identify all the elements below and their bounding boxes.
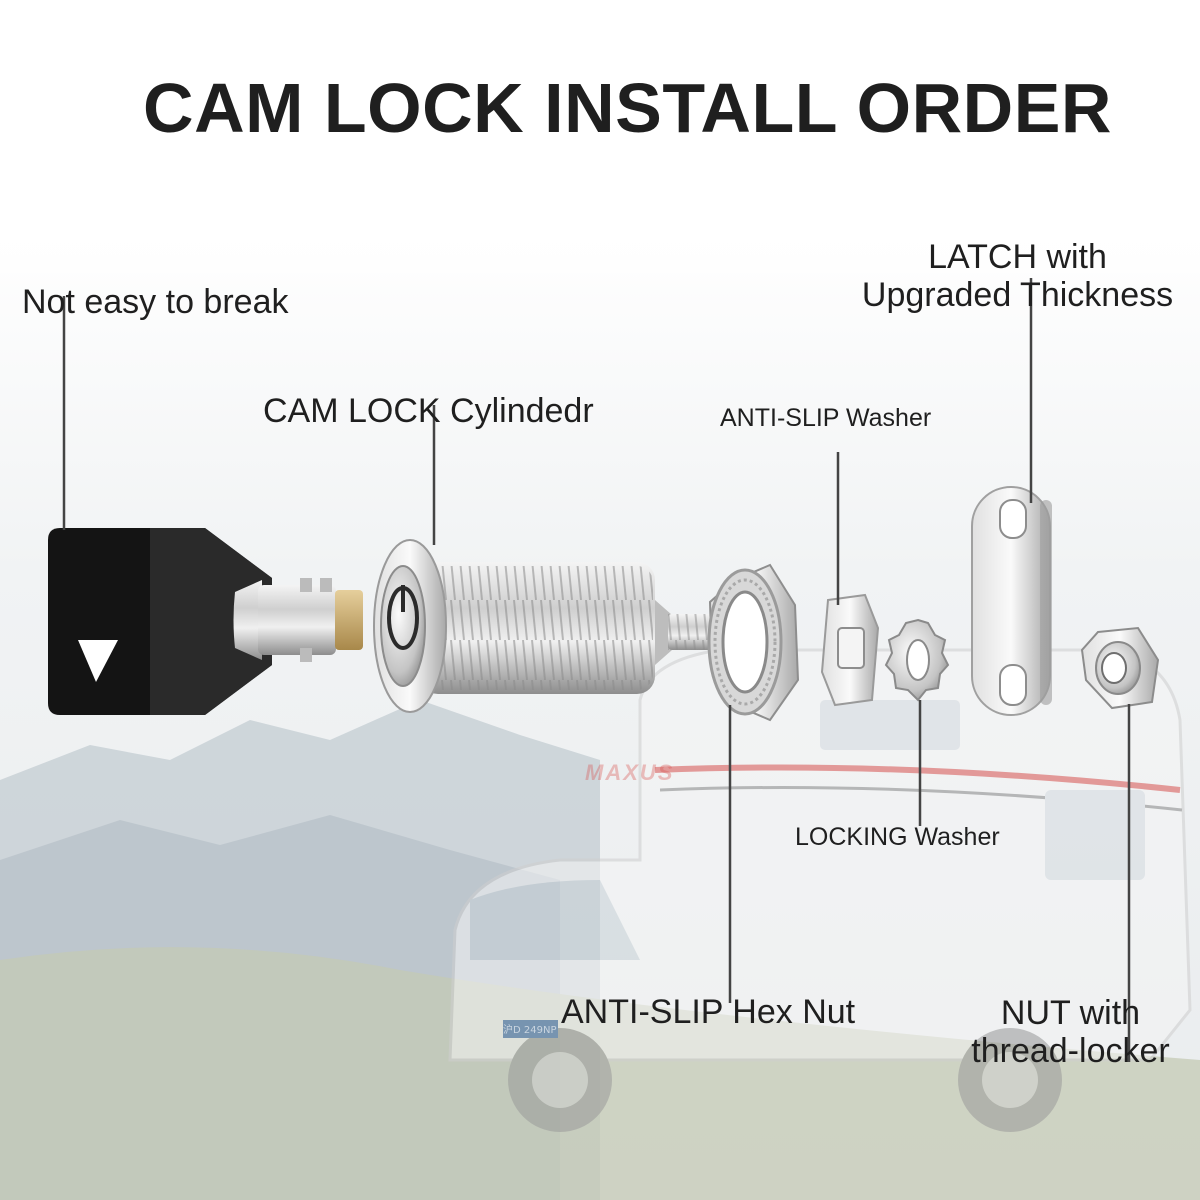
label-latch-line1: LATCH with (928, 238, 1107, 276)
label-nut-line1: NUT with (1000, 994, 1141, 1032)
label-locking-washer: LOCKING Washer (795, 823, 1000, 851)
nut-with-thread-locker (1080, 626, 1160, 710)
label-nut-line2: thread-locker (971, 1032, 1170, 1071)
latch-slot-top (999, 499, 1027, 539)
locking-washer (884, 618, 950, 702)
anti-slip-hex-nut (707, 563, 800, 722)
latch-slot-bottom (999, 664, 1027, 706)
label-anti-slip-washer: ANTI-SLIP Washer (720, 404, 932, 432)
label-latch-line2: Upgraded Thickness (861, 276, 1174, 315)
van-brand-text: MAXUS (585, 760, 675, 785)
anti-slip-washer (820, 593, 880, 707)
label-not-easy-to-break: Not easy to break (22, 283, 289, 321)
camper-van (448, 648, 1192, 1132)
key-bit (233, 580, 262, 660)
label-latch: LATCH with Upgraded Thickness (850, 238, 1185, 314)
key (48, 528, 363, 715)
label-anti-slip-hex-nut: ANTI-SLIP Hex Nut (561, 993, 856, 1031)
lock-nut-hole (1101, 652, 1127, 684)
key-hole (78, 640, 118, 682)
page-title: CAM LOCK INSTALL ORDER (143, 69, 1112, 147)
cam-lock-cylinder (373, 539, 738, 713)
license-plate-text: 沪D 249NP (503, 1025, 557, 1036)
latch (971, 486, 1052, 716)
hex-nut-hole (721, 590, 769, 694)
anti-slip-washer-hole (837, 627, 865, 669)
label-cam-lock-cylinder: CAM LOCK Cylindedr (263, 392, 594, 430)
label-nut-with-thread-locker: NUT with thread-locker (963, 994, 1178, 1070)
leader-lines (62, 278, 1131, 1062)
key-blade (258, 585, 336, 655)
